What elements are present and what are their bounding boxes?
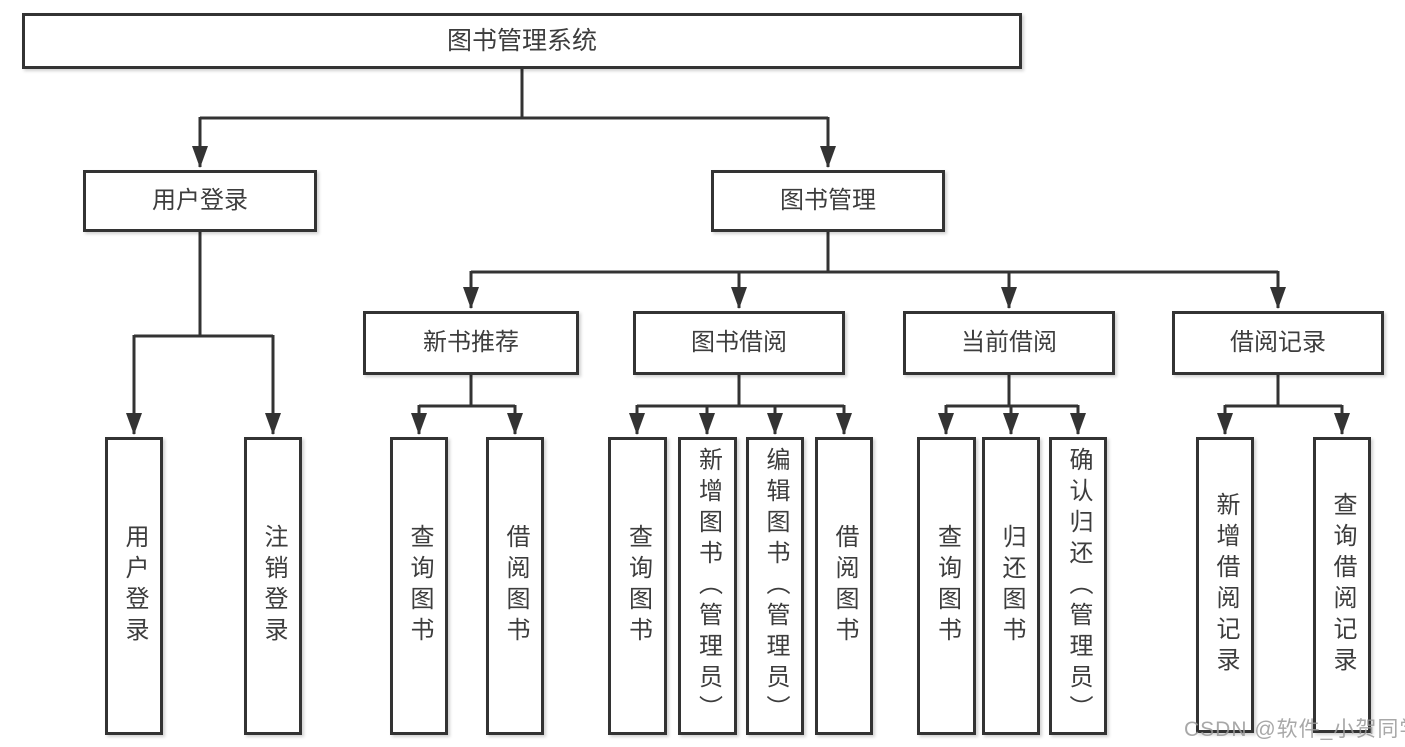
node-new-book-recommend: 新书推荐 (363, 311, 579, 375)
node-label: 查询图书 (624, 524, 652, 648)
node-book-management-branch: 图书管理 (711, 170, 945, 232)
node-label: 借阅图书 (502, 524, 529, 648)
node-label: 编辑图书（管理员） (762, 446, 789, 726)
node-recommend-query-books: 查询图书 (390, 437, 448, 735)
node-label: 图书借阅 (691, 328, 787, 356)
node-current-query-books: 查询图书 (917, 437, 976, 735)
csdn-watermark: CSDN @软件_小贺同学 (1184, 718, 1405, 741)
node-logout-login: 注销登录 (244, 437, 302, 735)
node-current-borrowing: 当前借阅 (903, 311, 1115, 375)
node-label: 查询图书 (406, 524, 433, 648)
node-label: 新增图书（管理员） (694, 446, 722, 726)
node-label: 当前借阅 (961, 328, 1057, 356)
node-label: 图书管理系统 (446, 27, 597, 55)
node-label: 用户登录 (121, 524, 148, 648)
node-current-confirm-return-admin: 确认归还（管理员） (1049, 437, 1107, 735)
node-label: 查询借阅记录 (1329, 492, 1356, 678)
node-recommend-borrow-books: 借阅图书 (486, 437, 544, 735)
node-borrowing-borrow-books: 借阅图书 (815, 437, 873, 735)
node-book-borrowing: 图书借阅 (633, 311, 845, 375)
node-borrowing-edit-books-admin: 编辑图书（管理员） (746, 437, 804, 735)
node-label: 新书推荐 (423, 328, 519, 356)
node-current-return-books: 归还图书 (982, 437, 1040, 735)
node-borrowing-query-books: 查询图书 (608, 437, 667, 735)
node-label: 借阅记录 (1230, 328, 1326, 356)
node-user-login-branch: 用户登录 (83, 170, 317, 232)
node-library-management-system: 图书管理系统 (22, 13, 1022, 69)
node-borrowing-records: 借阅记录 (1172, 311, 1384, 375)
node-label: 查询图书 (933, 524, 961, 648)
node-borrowing-add-books-admin: 新增图书（管理员） (678, 437, 737, 735)
node-label: 归还图书 (998, 524, 1025, 648)
node-records-add-record: 新增借阅记录 (1196, 437, 1254, 733)
node-records-query-record: 查询借阅记录 (1313, 437, 1371, 733)
node-label: 注销登录 (260, 524, 287, 648)
node-label: 借阅图书 (831, 524, 858, 648)
node-label: 用户登录 (152, 186, 248, 214)
node-user-login: 用户登录 (105, 437, 163, 735)
node-label: 新增借阅记录 (1212, 492, 1239, 678)
node-label: 确认归还（管理员） (1065, 446, 1092, 726)
node-label: 图书管理 (780, 186, 876, 214)
